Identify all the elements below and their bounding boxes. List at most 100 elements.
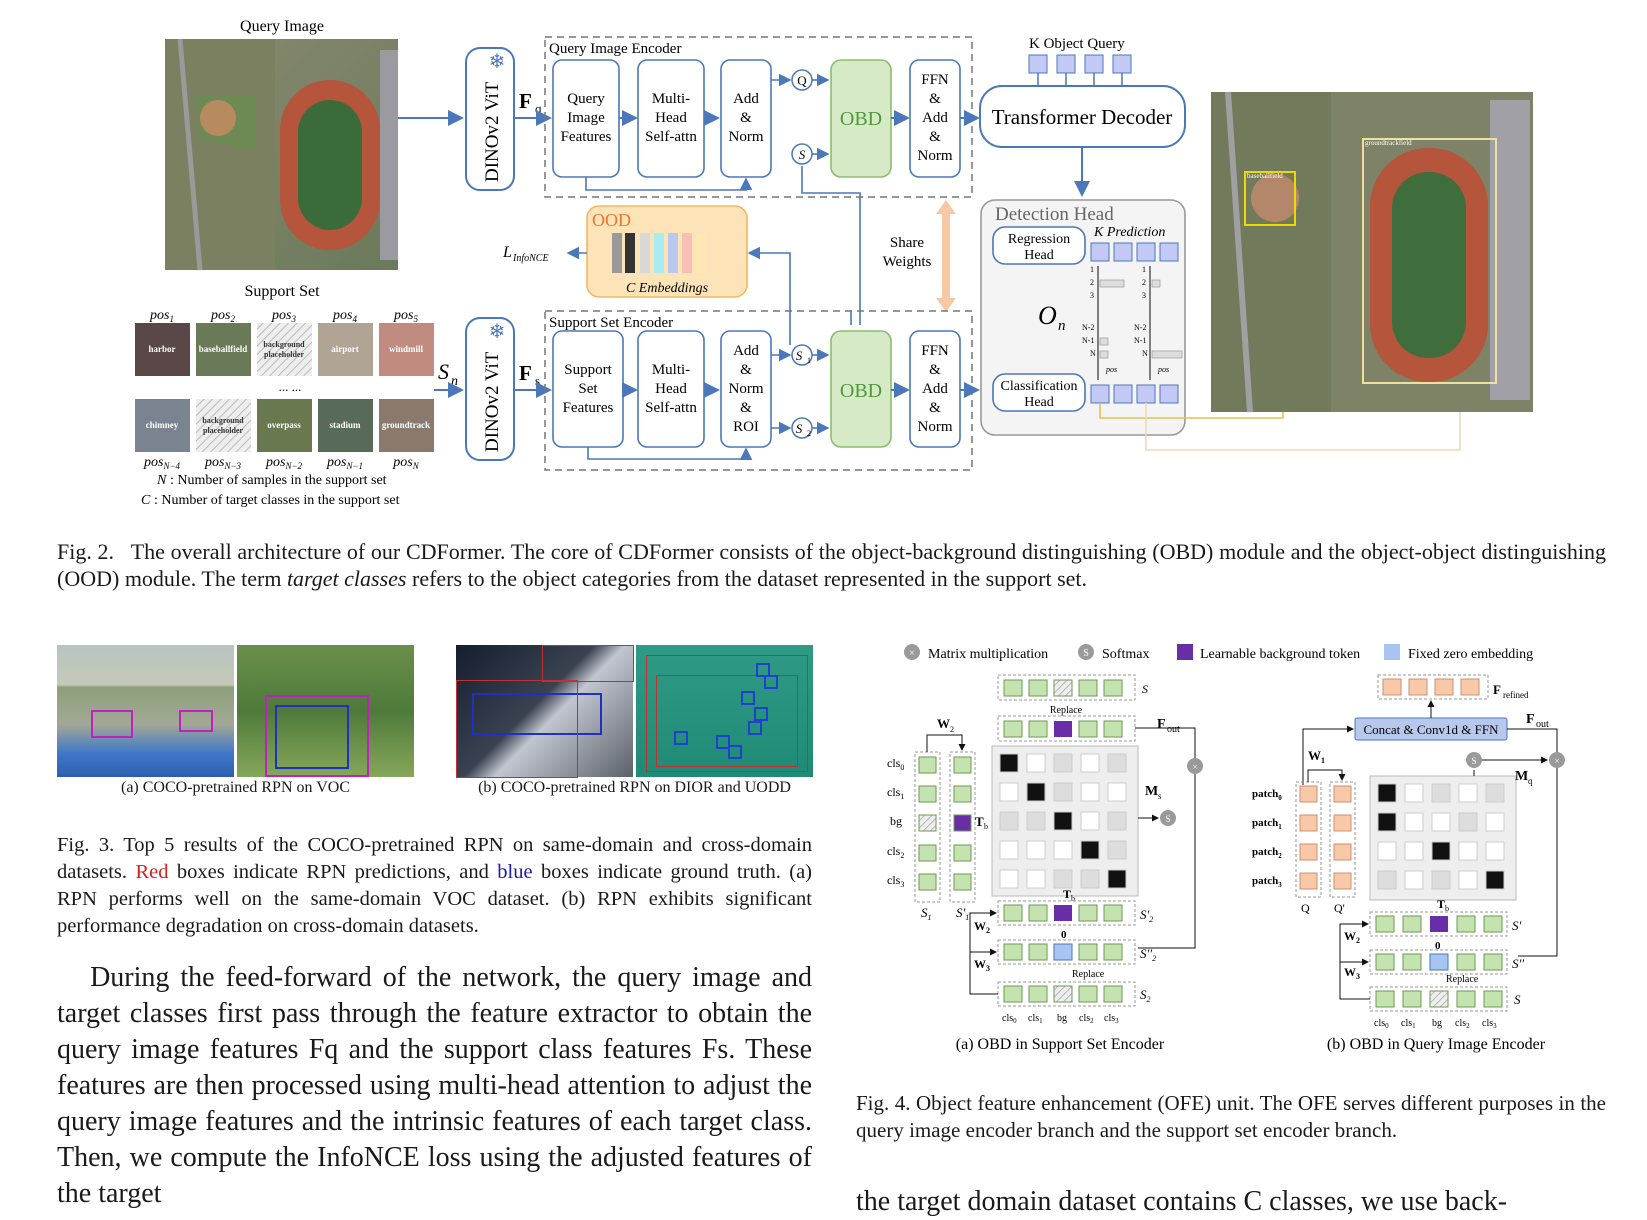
support-set-title: Support Set	[244, 283, 320, 300]
query-encoder-title: Query Image Encoder	[549, 41, 681, 57]
svg-text:N: N	[1090, 349, 1096, 358]
svg-text:Add: Add	[922, 381, 948, 397]
svg-text:Detection Head: Detection Head	[995, 204, 1114, 225]
svg-text:baseballfield: baseballfield	[1247, 172, 1283, 180]
svg-text:Support: Support	[564, 362, 612, 378]
fig2-caption: Fig. 2. The overall architecture of our …	[57, 539, 1606, 591]
svg-text:q: q	[1528, 776, 1533, 786]
svg-text:1: 1	[1090, 265, 1094, 274]
svg-text:S'2: S'2	[1140, 907, 1153, 924]
svg-text:Head: Head	[655, 110, 687, 126]
svg-text:Softmax: Softmax	[1102, 647, 1149, 662]
legend-matrix-mult: Matrix multiplication	[928, 647, 1048, 662]
svg-text:M: M	[1515, 769, 1528, 784]
svg-text:&: &	[740, 400, 752, 416]
svg-text:harbor: harbor	[149, 344, 176, 354]
svg-text:Q': Q'	[1334, 901, 1345, 915]
svg-text:Add: Add	[922, 110, 948, 126]
object-query-tokens	[1028, 54, 1132, 86]
svg-text:n: n	[1058, 318, 1066, 334]
svg-text:&: &	[740, 362, 752, 378]
svg-text:W2: W2	[1344, 929, 1360, 945]
fig3-voc-image-1	[57, 645, 234, 777]
svg-text:FFN: FFN	[921, 72, 949, 88]
svg-text:OBD: OBD	[840, 108, 882, 130]
infonce-loss: L	[502, 244, 512, 261]
svg-text:0: 0	[1435, 940, 1441, 952]
svg-text:InfoNCE: InfoNCE	[512, 253, 549, 264]
svg-text:N-2: N-2	[1082, 323, 1094, 332]
svg-text:×: ×	[1192, 762, 1197, 772]
svg-text:stadium: stadium	[329, 420, 361, 430]
svg-text:pos: pos	[1105, 365, 1117, 374]
svg-text:DINOv2 ViT: DINOv2 ViT	[482, 351, 503, 452]
svg-text:S'': S''	[1512, 956, 1524, 971]
svg-text:Add: Add	[733, 343, 759, 359]
svg-text:OBD: OBD	[840, 380, 882, 402]
svg-text:cls3: cls3	[1482, 1018, 1497, 1030]
svg-text:posN−4: posN−4	[143, 455, 181, 471]
fig3-voc-image-2	[237, 645, 414, 777]
svg-text:N: N	[156, 473, 167, 488]
svg-text:N-2: N-2	[1134, 323, 1146, 332]
svg-text:patch0: patch0	[1252, 788, 1282, 802]
fig4-sub-b: (b) OBD in Query Image Encoder	[1327, 1036, 1546, 1053]
svg-text:windmill: windmill	[389, 344, 424, 354]
svg-text:W: W	[937, 716, 950, 731]
svg-text:patch2: patch2	[1252, 846, 1282, 860]
svg-text:&: &	[740, 110, 752, 126]
pred-box-baseballfield	[1244, 171, 1296, 226]
svg-text:cls3: cls3	[887, 873, 904, 889]
svg-text:❄: ❄	[489, 321, 506, 343]
svg-text:pos3: pos3	[271, 308, 296, 324]
svg-text:Multi-: Multi-	[652, 91, 690, 107]
svg-text:0: 0	[1061, 929, 1067, 941]
svg-text:Q: Q	[797, 73, 807, 88]
dinov2-label-top: DINOv2 ViT	[482, 81, 503, 182]
svg-text:pos5: pos5	[393, 308, 418, 324]
svg-text:pos2: pos2	[210, 308, 235, 324]
svg-text:groundtrackfield: groundtrackfield	[1365, 139, 1412, 147]
svg-text:W1: W1	[1308, 748, 1325, 765]
svg-text:C: C	[141, 493, 151, 508]
svg-text:n: n	[451, 374, 458, 389]
svg-text:F: F	[519, 361, 532, 385]
svg-text:Replace: Replace	[1050, 705, 1083, 716]
svg-text:Image: Image	[567, 110, 605, 126]
svg-text:K Prediction: K Prediction	[1093, 225, 1165, 240]
svg-text:b: b	[1445, 904, 1449, 913]
svg-text:&: &	[929, 129, 941, 145]
svg-text:Self-attn: Self-attn	[645, 129, 697, 145]
svg-text:3: 3	[1142, 291, 1146, 300]
svg-text:Support Set Encoder: Support Set Encoder	[549, 315, 673, 331]
svg-text:F: F	[1526, 712, 1535, 727]
svg-text:Learnable background token: Learnable background token	[1200, 647, 1360, 662]
svg-text:pos4: pos4	[332, 308, 357, 324]
svg-text:Features: Features	[561, 129, 612, 145]
svg-text:3: 3	[1090, 291, 1094, 300]
svg-text:&: &	[929, 400, 941, 416]
svg-text:S: S	[1165, 814, 1170, 824]
svg-text:W3: W3	[1344, 965, 1360, 981]
k-prediction-tokens	[1090, 242, 1179, 404]
svg-text:T: T	[1063, 887, 1071, 901]
svg-text:cls1: cls1	[1028, 1013, 1043, 1025]
svg-text:F: F	[1493, 682, 1501, 697]
svg-text:background: background	[263, 340, 305, 349]
svg-text:S2: S2	[1140, 987, 1151, 1004]
fig3-uodd-image	[636, 645, 813, 777]
svg-text:S'1: S'1	[956, 905, 969, 922]
svg-text:&: &	[929, 362, 941, 378]
fig3-caption: Fig. 3. Top 5 results of the COCO-pretra…	[57, 834, 812, 937]
svg-text:N-1: N-1	[1134, 336, 1146, 345]
svg-text:S': S'	[1512, 918, 1522, 933]
detection-result-image: baseballfield groundtrackfield	[1211, 91, 1533, 413]
svg-text:S: S	[438, 359, 449, 384]
svg-text:Fixed zero embedding: Fixed zero embedding	[1408, 647, 1533, 662]
svg-text:Regression: Regression	[1008, 232, 1070, 247]
svg-text:: Number of target classes in: : Number of target classes in the suppor…	[154, 493, 400, 508]
svg-text:cls2: cls2	[1079, 1013, 1094, 1025]
svg-text:Multi-: Multi-	[652, 362, 690, 378]
svg-text:patch1: patch1	[1252, 817, 1282, 831]
svg-text:Share: Share	[890, 235, 924, 251]
